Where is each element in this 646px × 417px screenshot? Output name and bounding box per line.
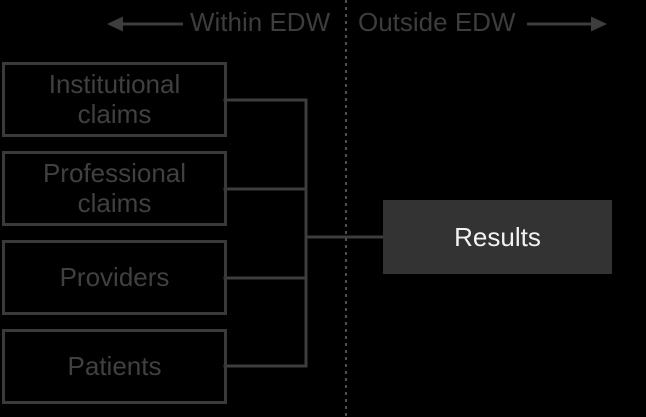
results-label: Results xyxy=(454,221,541,252)
source-box-label: Patients xyxy=(67,350,162,381)
right-arrow-icon xyxy=(527,16,607,32)
source-box-label: Institutional claims xyxy=(48,68,181,129)
connector-path xyxy=(223,98,385,368)
source-box-professional-claims: Professional claims xyxy=(2,151,227,226)
results-box: Results xyxy=(383,200,612,274)
source-box-label: Providers xyxy=(59,261,170,292)
source-box-institutional-claims: Institutional claims xyxy=(2,62,227,137)
left-arrow-icon xyxy=(107,16,183,32)
within-edw-label: Within EDW xyxy=(190,7,331,37)
source-box-patients: Patients xyxy=(2,329,227,404)
outside-edw-label: Outside EDW xyxy=(358,7,516,37)
source-box-label: Professional claims xyxy=(42,157,187,218)
source-box-providers: Providers xyxy=(2,240,227,315)
edw-boundary-divider xyxy=(345,0,347,417)
